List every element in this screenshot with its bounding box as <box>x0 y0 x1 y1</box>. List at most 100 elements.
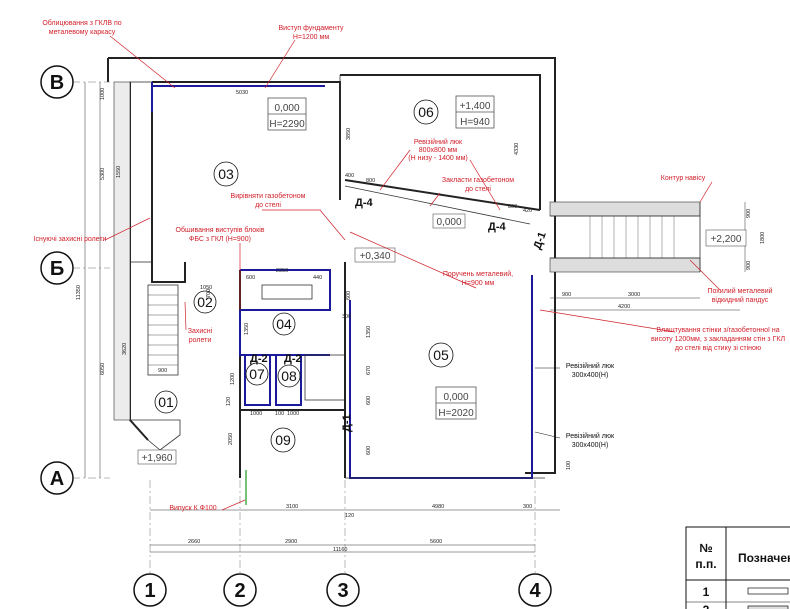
door-label-d1-room05: Д-1 <box>341 414 353 432</box>
note-canopy: Контур навісу <box>661 174 706 182</box>
dim-3850: 3850 <box>346 128 352 140</box>
note-handrail-2: Н=900 мм <box>462 280 495 287</box>
note-handrail-1: Поручень металевий, <box>443 270 513 278</box>
dim-1350-left: 1350 <box>244 323 250 335</box>
axis-label-b: Б <box>50 258 64 280</box>
room-number-05: 05 <box>433 347 449 363</box>
note-outlet: Випуск К Ф100 <box>169 505 216 512</box>
dim-2660: 2660 <box>188 539 200 545</box>
note-level-1: Вирівняти газобетоном <box>231 192 306 200</box>
door-label-d2-right: Д-2 <box>284 353 302 365</box>
dim-5030: 5030 <box>236 90 248 96</box>
axis-label-2: 2 <box>234 580 245 602</box>
elevation-marks: 0,000 +0,340 +2,200 +1,960 <box>137 213 747 465</box>
dim-800-left: 800 <box>366 178 375 184</box>
dimensions: 5030 1000 5300 11350 3620 6050 3850 4330… <box>76 88 766 553</box>
level-box-03-top: 0,000 <box>274 103 299 114</box>
dim-5600: 5600 <box>430 539 442 545</box>
dim-440: 440 <box>313 275 322 281</box>
dim-1000: 1000 <box>100 88 106 100</box>
dim-600-b: 600 <box>366 446 372 455</box>
dim-400: 400 <box>345 173 354 179</box>
dim-3000: 3000 <box>628 292 640 298</box>
note-shutters-2: ролети <box>189 337 212 344</box>
level-box-03-bottom: Н=2290 <box>269 119 305 130</box>
dim-120-a: 120 <box>226 397 232 406</box>
dim-1200: 1200 <box>230 373 236 385</box>
room-number-06: 06 <box>418 104 434 120</box>
note-hatch-1: Ревізійний люк <box>414 138 463 146</box>
dim-3100: 3100 <box>286 504 298 510</box>
axis-label-3: 3 <box>337 580 348 602</box>
note-fill-2: до стелі <box>465 185 491 193</box>
door-label-d4-left: Д-4 <box>355 197 373 209</box>
note-shutters-1: Захисні <box>188 327 213 335</box>
table-row-1: 1 <box>703 585 710 599</box>
dim-670: 670 <box>366 366 372 375</box>
table-row-2: 2 <box>703 603 710 609</box>
dim-6050: 6050 <box>100 363 106 375</box>
label-hatch-a-1: Ревізійний люк <box>566 362 615 370</box>
axis-bubble-b <box>40 251 74 285</box>
note-partition-3: до стелі від стику зі стіною <box>675 344 761 352</box>
room-number-03: 03 <box>218 166 234 182</box>
dim-100: 100 <box>275 411 284 417</box>
note-ramp-2: відкидний пандус <box>712 296 769 304</box>
note-shutters-existing: Існуючі захисні ролети <box>34 235 107 243</box>
axis-bubble-2 <box>223 573 257 607</box>
axis-label-4: 4 <box>529 580 541 602</box>
dim-11350: 11350 <box>76 285 82 300</box>
table-header-designation: Позначен <box>738 551 790 565</box>
room-number-01: 01 <box>158 394 174 410</box>
dim-700: 700 <box>206 289 212 298</box>
dim-300-bottom: 300 <box>523 504 532 510</box>
legend-table: № п.п. Позначен 1 2 <box>685 526 790 609</box>
elevation-mark-stair: +1,960 <box>142 453 173 464</box>
dim-900-ramp: 900 <box>562 292 571 298</box>
dim-300-mid: 300 <box>342 314 351 320</box>
dim-600: 600 <box>246 275 255 281</box>
dim-100-right: 100 <box>566 461 572 470</box>
level-box-05-top: 0,000 <box>443 392 468 403</box>
note-gklv-1: Облицювання з ГКЛВ по <box>42 19 121 27</box>
dim-120-b: 120 <box>345 513 354 519</box>
axis-bubble-a <box>40 461 74 495</box>
note-hatch-3: (Н низу - 1400 мм) <box>408 155 467 162</box>
door-label-d4-right: Д-4 <box>488 221 506 233</box>
level-box-06-bottom: Н=940 <box>460 117 490 128</box>
dim-3620: 3620 <box>122 343 128 355</box>
door-label-d2-left: Д-2 <box>250 353 268 365</box>
dim-900-stair: 900 <box>158 368 167 374</box>
note-ramp-1: Похилий металевий <box>707 287 772 295</box>
elevation-mark-corridor: 0,000 <box>436 217 461 228</box>
note-foundation-2: Н=1200 мм <box>293 34 329 41</box>
note-foundation-1: Виступ фундаменту <box>279 25 344 32</box>
room-number-04: 04 <box>276 316 292 332</box>
room-number-02: 02 <box>197 294 213 310</box>
black-labels: Ревізійний люк 300х400(Н) Ревізійний люк… <box>534 362 615 449</box>
table-header-num: № <box>699 541 712 555</box>
dim-900-r1: 900 <box>746 209 752 218</box>
red-annotations: Облицювання з ГКЛВ по металевому каркасу… <box>34 19 786 512</box>
door-labels: Д-4 Д-4 Д-1 Д-2 Д-2 Д-1 <box>250 197 549 432</box>
note-partition-1: Влаштування стінки з/газобетонної на <box>656 326 779 334</box>
label-hatch-b-1: Ревізійний люк <box>566 432 615 440</box>
axis-bubble-1 <box>133 573 167 607</box>
note-fbs-2: ФБС з ГКЛ (Н=900) <box>189 236 251 243</box>
room-number-08: 08 <box>281 368 297 384</box>
elevation-mark-ramp: +2,200 <box>711 234 742 245</box>
dim-800-right: 800 <box>508 204 517 210</box>
note-hatch-2: 800х800 мм <box>419 147 458 154</box>
axis-bubble-4 <box>518 573 552 607</box>
note-fbs-1: Обшивання виступів блоків <box>176 226 265 234</box>
dim-1350-right: 1350 <box>366 326 372 338</box>
dim-600-c: 600 <box>346 291 352 300</box>
dim-2350: 2350 <box>276 268 288 274</box>
label-hatch-a-2: 300х400(Н) <box>572 372 609 379</box>
dim-900-r2: 900 <box>746 261 752 270</box>
building-walls <box>72 57 746 575</box>
dim-600-a: 600 <box>366 396 372 405</box>
dim-5300: 5300 <box>100 168 106 180</box>
level-box-05-bottom: Н=2020 <box>438 408 474 419</box>
